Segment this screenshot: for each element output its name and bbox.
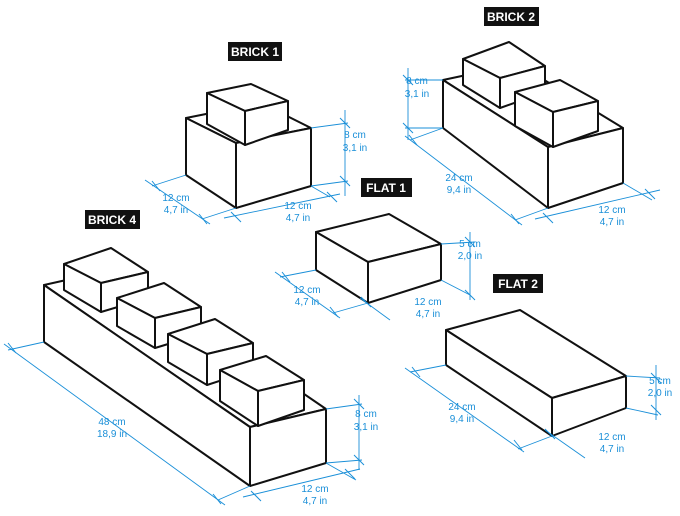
brick-2-label: BRICK 2 — [487, 10, 535, 24]
brick-2-width-cm: 12 cm — [598, 205, 625, 216]
brick-4-length-cm: 48 cm — [98, 417, 125, 428]
flat-2-height-cm: 5 cm — [649, 376, 671, 387]
flat-1-length-in: 4,7 in — [295, 297, 319, 308]
brick-1-width-in: 4,7 in — [286, 213, 310, 224]
flat-1-label: FLAT 1 — [366, 181, 406, 195]
brick-2-width-in: 4,7 in — [600, 217, 624, 228]
flat-1-length-cm: 12 cm — [293, 285, 320, 296]
brick-1-label-box — [228, 42, 282, 61]
brick-2-height-in: 3,1 in — [405, 89, 429, 100]
flat-1-dimension-lines — [274, 232, 476, 321]
brick-1-height-cm: 8 cm — [344, 130, 366, 141]
brick-2-label-box — [484, 7, 539, 26]
brick-1-height-in: 3,1 in — [343, 143, 367, 154]
brick-2-dimension-lines — [402, 68, 661, 226]
brick-2 — [442, 41, 624, 209]
flat-2-length-cm: 24 cm — [448, 402, 475, 413]
brick-2-length-cm: 24 cm — [445, 173, 472, 184]
brick-1-knob-right — [244, 100, 289, 146]
flat-2-label-box — [493, 274, 543, 293]
brick-4-width-in: 4,7 in — [303, 496, 327, 507]
flat-2-label: FLAT 2 — [498, 277, 538, 291]
flat-1-width-in: 4,7 in — [416, 309, 440, 320]
brick-4-label-box — [85, 210, 140, 229]
brick-4 — [43, 247, 327, 487]
flat-1 — [315, 213, 442, 304]
brick-4-height-cm: 8 cm — [355, 409, 377, 420]
brick-4-dimension-lines — [3, 341, 365, 506]
flat-2-length-in: 9,4 in — [450, 414, 474, 425]
brick-2-knob-2-right — [552, 100, 599, 148]
brick-1-length-cm: 12 cm — [162, 193, 189, 204]
flat-1-label-box — [361, 178, 412, 197]
flat-2-width-in: 4,7 in — [600, 444, 624, 455]
brick-1-label: BRICK 1 — [231, 45, 279, 59]
flat-2-dimension-lines — [404, 364, 662, 459]
brick-4-knob-4-right — [257, 379, 305, 427]
flat-2-width-cm: 12 cm — [598, 432, 625, 443]
flat-1-width-cm: 12 cm — [414, 297, 441, 308]
brick-4-width-cm: 12 cm — [301, 484, 328, 495]
brick-1-length-in: 4,7 in — [164, 205, 188, 216]
flat-1-height-cm: 5 cm — [459, 239, 481, 250]
brick-1 — [185, 83, 312, 209]
brick-1-width-cm: 12 cm — [284, 201, 311, 212]
flat-2-height-in: 2,0 in — [648, 388, 672, 399]
brick-4-height-in: 3,1 in — [354, 422, 378, 433]
brick-4-length-in: 18,9 in — [97, 429, 127, 440]
flat-1-height-in: 2,0 in — [458, 251, 482, 262]
brick-4-label: BRICK 4 — [88, 213, 136, 227]
brick-2-height-cm: 8 cm — [406, 76, 428, 87]
brick-1-dimension-lines — [144, 110, 351, 225]
brick-2-length-in: 9,4 in — [447, 185, 471, 196]
